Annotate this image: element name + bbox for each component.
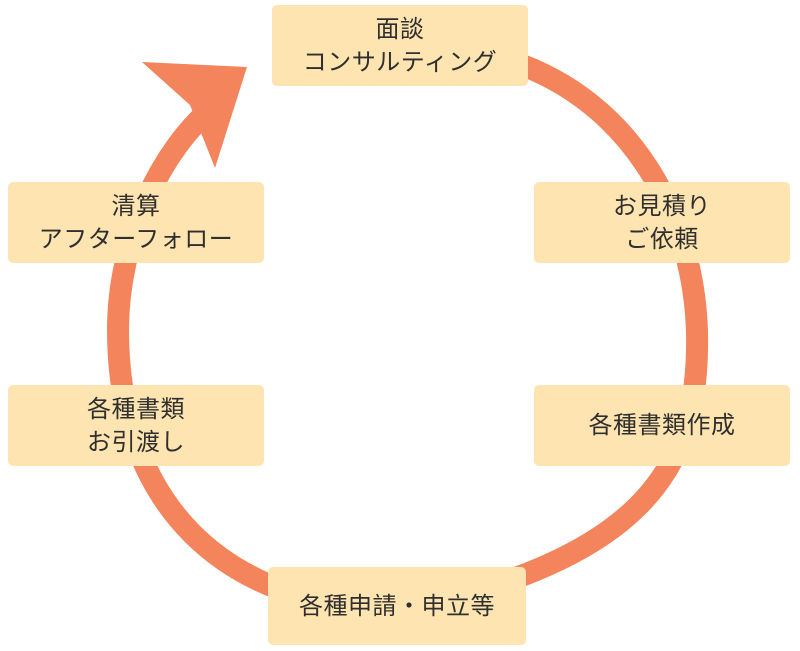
- step-delivery-line2: お引渡し: [87, 427, 185, 456]
- step-document-creation-line1: 各種書類作成: [588, 411, 736, 440]
- arrowhead-icon: [142, 62, 247, 168]
- step-settlement-line1: 清算: [111, 192, 161, 221]
- step-applications: 各種申請・申立等: [268, 567, 526, 645]
- step-consultation: 面談 コンサルティング: [272, 5, 528, 86]
- step-document-creation: 各種書類作成: [534, 385, 790, 466]
- step-consultation-line1: 面談: [375, 15, 425, 44]
- cycle-ring: [106, 54, 709, 622]
- step-estimate-line2: ご依頼: [625, 224, 699, 253]
- step-delivery-line1: 各種書類: [87, 395, 185, 424]
- step-document-delivery: 各種書類 お引渡し: [8, 385, 264, 466]
- step-settlement-followup: 清算 アフターフォロー: [8, 182, 264, 263]
- step-applications-line1: 各種申請・申立等: [299, 591, 495, 620]
- step-estimate-line1: お見積り: [613, 192, 711, 221]
- step-settlement-line2: アフターフォロー: [38, 224, 234, 253]
- step-consultation-line2: コンサルティング: [302, 47, 498, 76]
- step-estimate-request: お見積り ご依頼: [534, 182, 790, 263]
